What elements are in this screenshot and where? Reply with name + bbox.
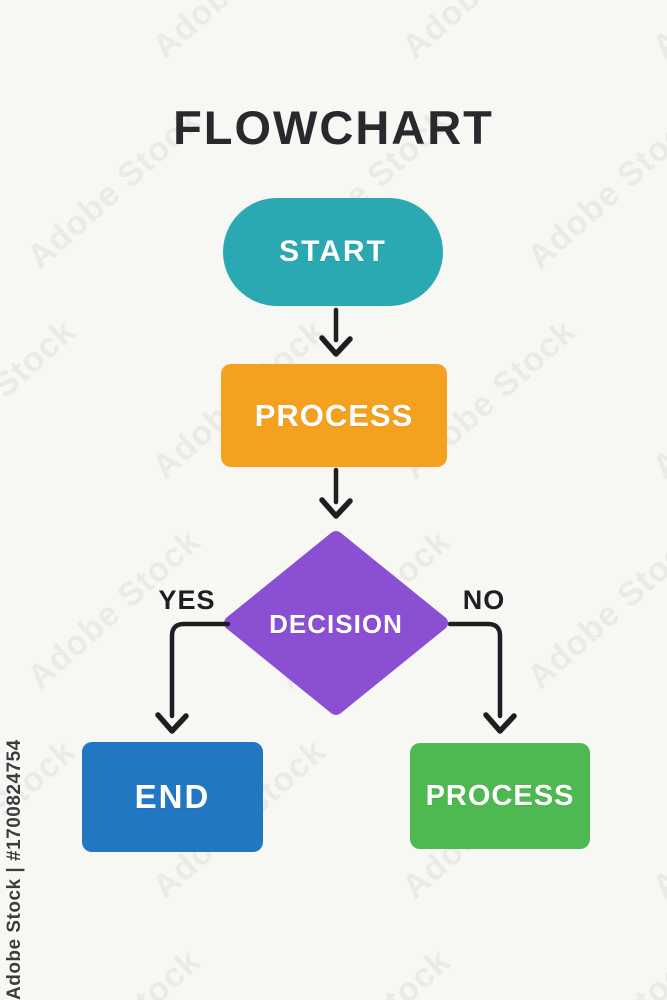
page-title: FLOWCHART bbox=[173, 101, 494, 154]
arrowhead-start-process bbox=[319, 335, 353, 357]
stock-id-watermark: Adobe Stock | #1700824754 bbox=[4, 739, 25, 1000]
arrowhead-decision-end bbox=[155, 712, 189, 734]
branch-label-yes: YES bbox=[158, 585, 216, 615]
node-end: END bbox=[82, 742, 263, 852]
decision-diamond-shape bbox=[224, 531, 448, 715]
node-decision-label: DECISION bbox=[269, 608, 403, 639]
edge-decision-end bbox=[169, 621, 231, 719]
branch-label-no: NO bbox=[462, 585, 506, 615]
node-process-top: PROCESS bbox=[221, 364, 447, 467]
arrowhead-decision-process2 bbox=[483, 712, 517, 734]
arrowhead-process-decision bbox=[319, 497, 353, 519]
node-start: START bbox=[223, 198, 443, 306]
node-process-right: PROCESS bbox=[410, 743, 590, 849]
edge-decision-process2 bbox=[447, 621, 503, 719]
